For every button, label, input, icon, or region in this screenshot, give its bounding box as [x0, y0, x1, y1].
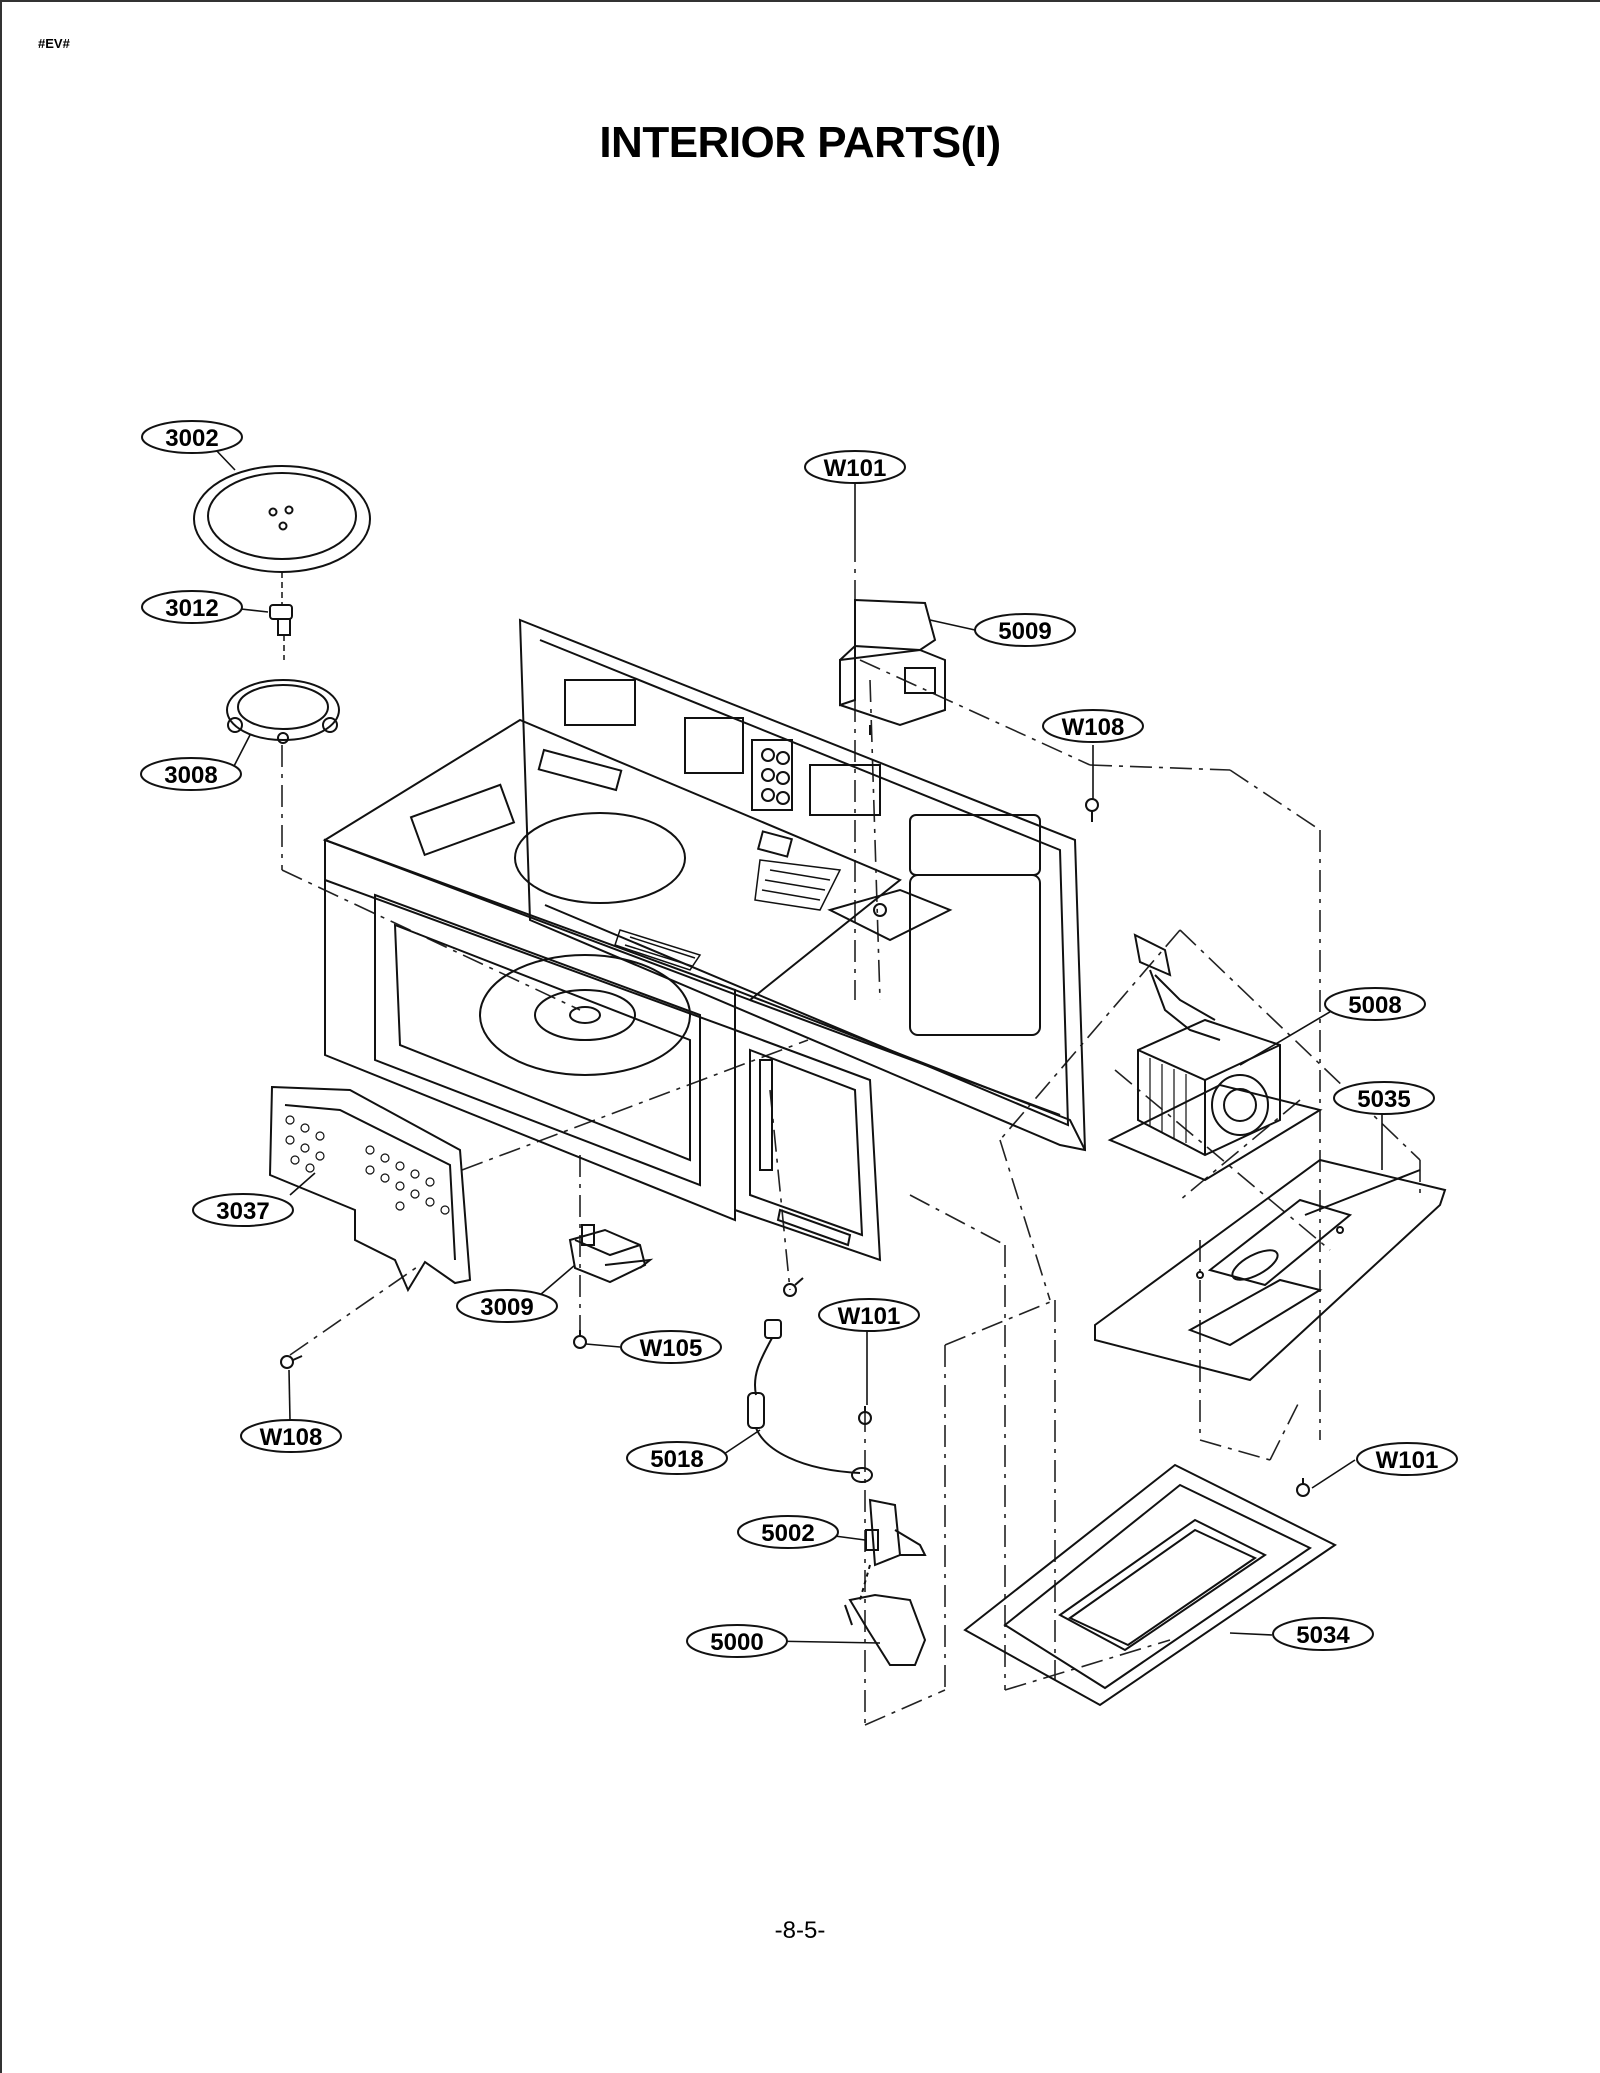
page-number: -8-5-	[774, 1917, 826, 1944]
callout-w105: W105	[620, 1330, 722, 1364]
svg-text:5034: 5034	[1296, 1622, 1350, 1649]
svg-text:3002: 3002	[165, 425, 218, 452]
callout-w101-right: W101	[1356, 1442, 1458, 1476]
callout-5008: 5008	[1324, 987, 1426, 1021]
callout-w108-left: W108	[240, 1419, 342, 1453]
connector	[844, 1564, 927, 1666]
callout-3012: 3012	[141, 590, 243, 624]
svg-text:W101: W101	[824, 455, 887, 482]
screw	[1085, 798, 1099, 822]
glass-tray	[193, 465, 371, 573]
callout-5002: 5002	[737, 1515, 839, 1549]
screw	[280, 1355, 303, 1369]
screw	[858, 1406, 872, 1425]
screw	[783, 1277, 804, 1297]
svg-text:W101: W101	[838, 1303, 901, 1330]
callout-3009: 3009	[456, 1289, 558, 1323]
assembly-guide-lines	[281, 540, 1421, 1726]
wire-harness	[747, 1319, 873, 1483]
svg-text:3008: 3008	[164, 762, 217, 789]
screw	[573, 1330, 587, 1349]
svg-text:5018: 5018	[650, 1446, 703, 1473]
callout-w101-top: W101	[804, 450, 906, 484]
svg-text:5008: 5008	[1348, 992, 1401, 1019]
callout-w108-right: W108	[1042, 709, 1144, 743]
coupler	[269, 604, 293, 660]
callout-5018: 5018	[626, 1441, 728, 1475]
callout-5000: 5000	[686, 1624, 788, 1658]
svg-text:3012: 3012	[165, 595, 218, 622]
bottom-plate	[963, 1463, 1337, 1707]
base-plate	[1094, 1158, 1447, 1382]
callout-3002: 3002	[141, 420, 243, 454]
leader-lines	[213, 447, 1383, 1644]
page-title: INTERIOR PARTS(I)	[599, 118, 1001, 167]
high-voltage-transformer	[1107, 933, 1323, 1182]
screw	[1296, 1478, 1310, 1497]
svg-text:3009: 3009	[480, 1294, 533, 1321]
svg-text:5009: 5009	[998, 618, 1051, 645]
callout-w101-mid: W101	[818, 1298, 920, 1332]
cover-plate	[268, 1085, 472, 1293]
callout-3037: 3037	[192, 1193, 294, 1227]
bracket	[865, 1498, 927, 1567]
svg-text:5035: 5035	[1357, 1086, 1410, 1113]
svg-text:W108: W108	[1062, 714, 1125, 741]
callout-5035: 5035	[1333, 1081, 1435, 1115]
svg-text:5000: 5000	[710, 1629, 763, 1656]
oven-cavity	[322, 618, 1087, 1262]
roller-ring	[226, 679, 340, 744]
page-code: #EV#	[38, 36, 70, 51]
fuse-holder	[839, 598, 946, 735]
callout-3008: 3008	[140, 757, 242, 791]
svg-text:W105: W105	[640, 1335, 703, 1362]
svg-text:3037: 3037	[216, 1198, 269, 1225]
callout-5034: 5034	[1272, 1617, 1374, 1651]
svg-text:5002: 5002	[761, 1520, 814, 1547]
svg-text:W108: W108	[260, 1424, 323, 1451]
callout-5009: 5009	[974, 613, 1076, 647]
svg-text:W101: W101	[1376, 1447, 1439, 1474]
turntable-motor	[568, 1224, 654, 1284]
